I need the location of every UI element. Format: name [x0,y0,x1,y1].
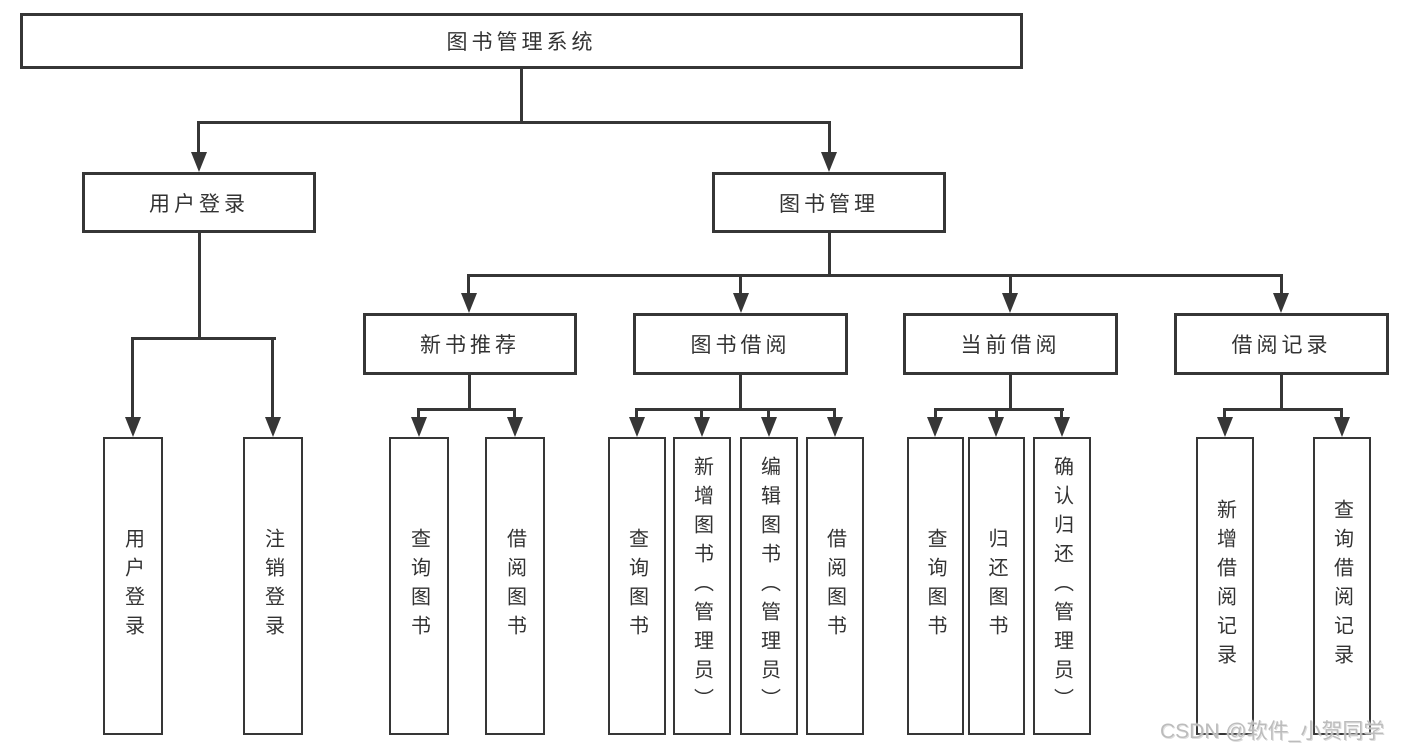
connector-line [467,274,470,295]
connector-line [131,337,134,421]
node-label: 用户登录 [149,192,249,216]
node-book-borrowing: 图书借阅 [633,313,848,375]
connector-line [1280,274,1283,295]
connector-line [828,233,831,274]
leaf-label: 借阅图书 [823,528,846,644]
leaf-label: 归还图书 [985,528,1007,644]
connector-line [1223,408,1343,411]
connector-line [1280,375,1283,408]
leaf-user-login: 用户登录 [103,437,163,735]
connector-line [700,408,703,419]
node-label: 当前借阅 [960,334,1061,357]
arrowhead-down [988,417,1004,437]
node-library-system-root: 图书管理系统 [20,13,1023,69]
connector-line [417,408,516,411]
leaf-label: 借阅图书 [503,528,526,644]
csdn-watermark: CSDN @软件_小贺同学 [1160,720,1385,743]
leaf-label: 注销登录 [261,528,284,644]
arrowhead-down [1002,293,1018,313]
connector-line [739,375,742,408]
arrowhead-down [927,417,943,437]
connector-line [467,274,1283,277]
leaf-logout: 注销登录 [243,437,303,735]
leaf-label: 新增借阅记录 [1213,499,1236,673]
arrowhead-down [733,293,749,313]
connector-line [1009,375,1012,408]
arrowhead-down [1334,417,1350,437]
arrowhead-down [827,417,843,437]
arrowhead-down [265,417,281,437]
leaf-add-books-admin: 新增图书（管理员） [673,437,731,735]
arrowhead-down [761,417,777,437]
connector-line [934,408,937,419]
arrowhead-down [821,152,837,172]
leaf-label: 查询借阅记录 [1330,499,1353,673]
leaf-query-books-recommend: 查询图书 [389,437,449,735]
arrowhead-down [507,417,523,437]
leaf-edit-books-admin: 编辑图书（管理员） [740,437,798,735]
arrowhead-down [191,152,207,172]
leaf-label: 查询图书 [924,528,946,644]
leaf-query-borrow-record: 查询借阅记录 [1313,437,1371,735]
node-book-management: 图书管理 [712,172,946,233]
connector-line [513,408,516,419]
leaf-confirm-return-admin: 确认归还（管理员） [1033,437,1091,735]
node-label: 图书管理 [779,192,879,216]
node-label: 图书借阅 [690,334,791,357]
connector-line [635,408,638,419]
node-label: 借阅记录 [1231,334,1332,357]
leaf-label: 用户登录 [121,528,144,644]
arrowhead-down [461,293,477,313]
node-borrowing-records: 借阅记录 [1174,313,1389,375]
connector-line [131,337,276,340]
leaf-query-books-current: 查询图书 [907,437,964,735]
connector-line [767,408,770,419]
leaf-query-books-borrowing: 查询图书 [608,437,666,735]
arrowhead-down [1273,293,1289,313]
leaf-label: 确认归还（管理员） [1050,455,1073,717]
leaf-return-books: 归还图书 [968,437,1025,735]
node-label: 新书推荐 [420,334,520,357]
arrowhead-down [1217,417,1233,437]
arrowhead-down [1054,417,1070,437]
connector-line [1060,408,1063,419]
connector-line [271,337,274,421]
leaf-borrow-books-recommend: 借阅图书 [485,437,545,735]
connector-line [828,121,831,154]
connector-line [1340,408,1343,419]
connector-line [833,408,836,419]
connector-line [520,69,523,121]
connector-line [468,375,471,408]
connector-line [197,121,200,154]
connector-line [197,121,831,124]
arrowhead-down [411,417,427,437]
connector-line [995,408,998,419]
leaf-borrow-books: 借阅图书 [806,437,864,735]
connector-line [934,408,1064,411]
connector-line [739,274,742,295]
arrowhead-down [694,417,710,437]
connector-line [1223,408,1226,419]
node-new-book-recommend: 新书推荐 [363,313,577,375]
leaf-label: 新增图书（管理员） [690,455,713,717]
connector-line [198,233,201,337]
node-label: 图书管理系统 [446,31,597,54]
arrowhead-down [629,417,645,437]
arrowhead-down [125,417,141,437]
connector-line [1009,274,1012,295]
leaf-label: 查询图书 [625,528,648,644]
connector-line [635,408,836,411]
leaf-label: 编辑图书（管理员） [757,455,780,717]
connector-line [417,408,420,419]
node-user-login: 用户登录 [82,172,316,233]
leaf-add-borrow-record: 新增借阅记录 [1196,437,1254,735]
leaf-label: 查询图书 [407,528,430,644]
node-current-borrowing: 当前借阅 [903,313,1118,375]
